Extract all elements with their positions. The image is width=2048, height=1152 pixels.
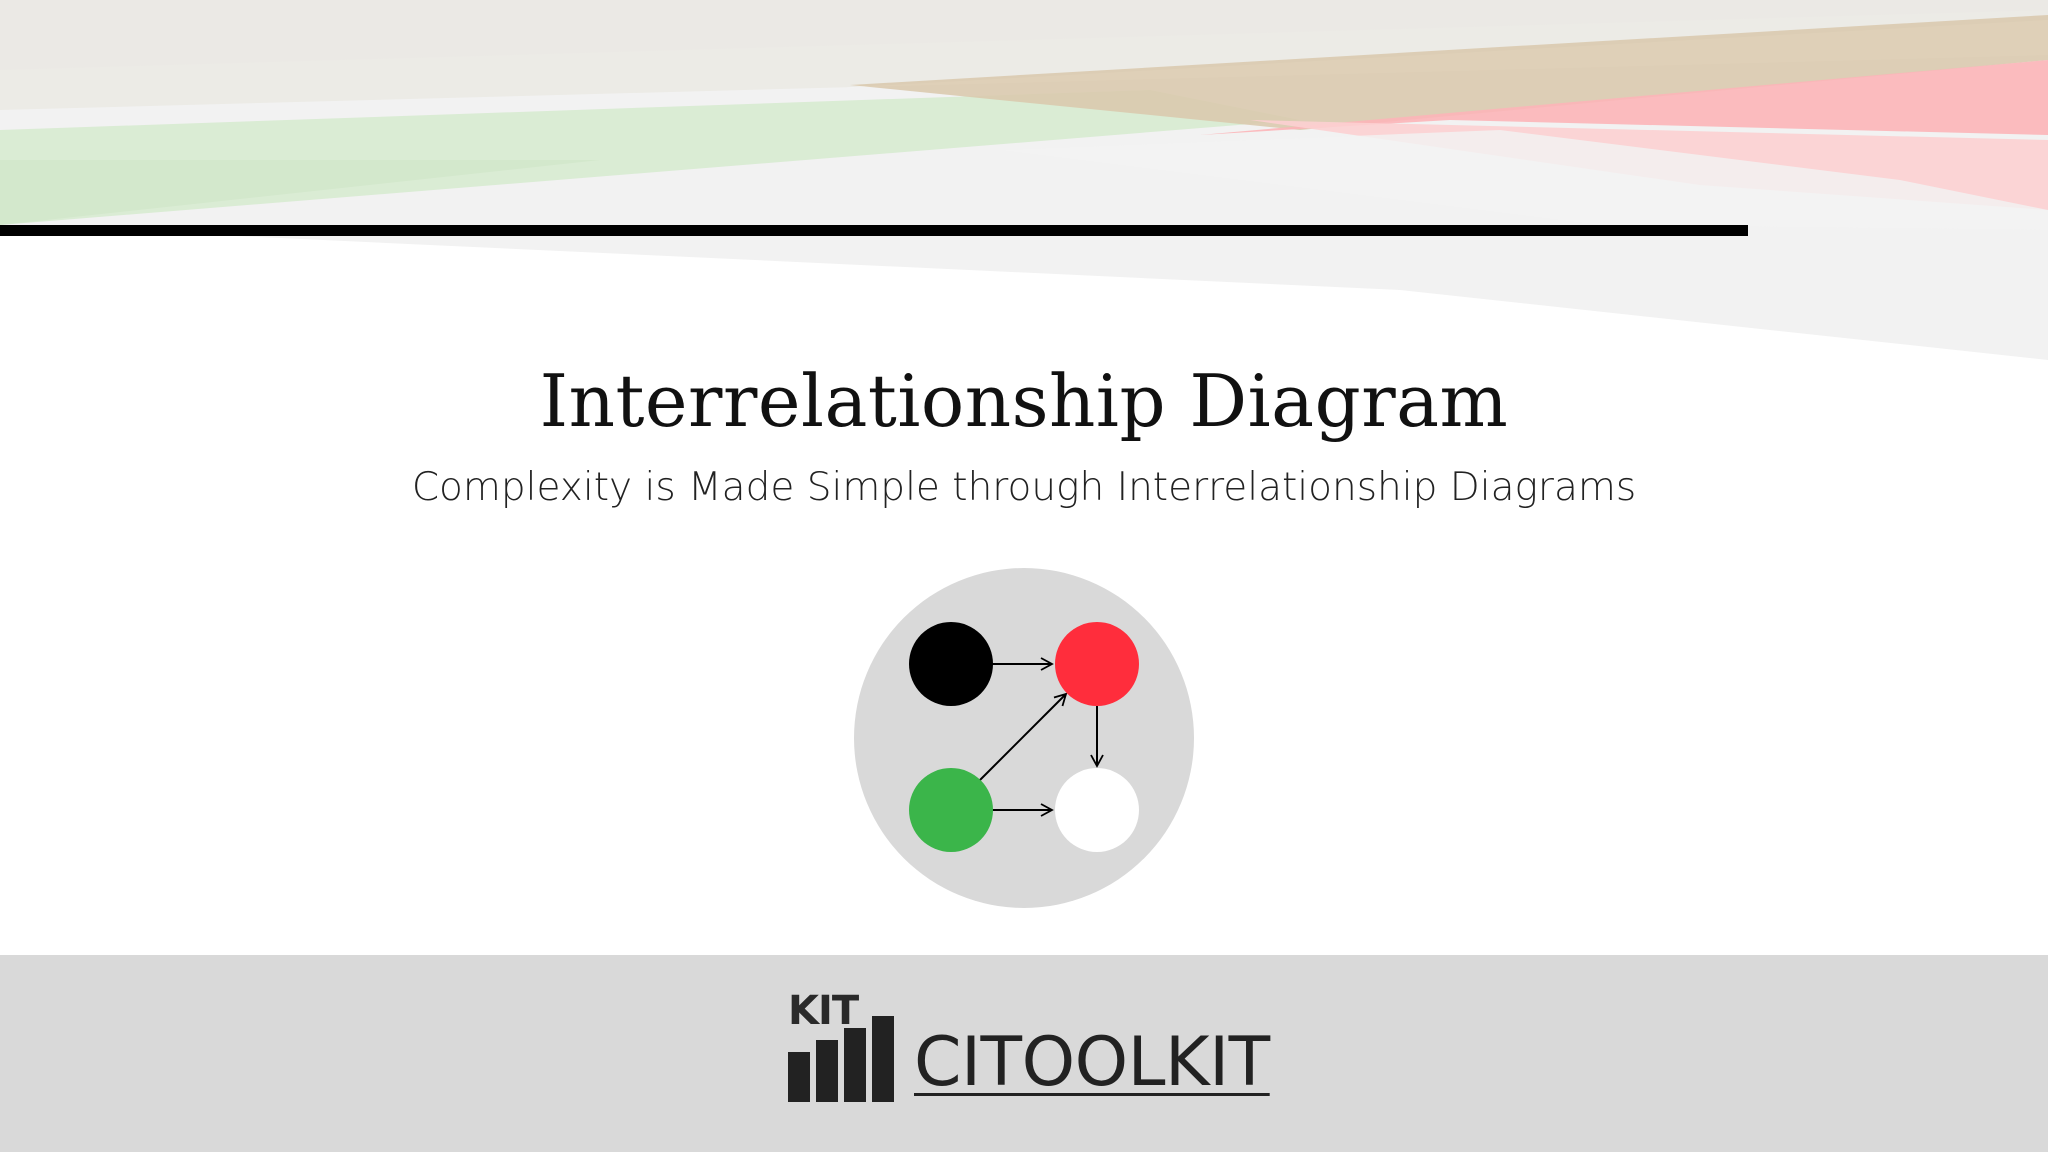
brand-link[interactable]: CITOOLKIT [914, 1023, 1270, 1102]
footer [0, 955, 2048, 1152]
node-red [1055, 622, 1139, 706]
page-subtitle: Complexity is Made Simple through Interr… [411, 465, 1637, 510]
logo-kit-text: KIT [788, 990, 860, 1034]
diagram-background [854, 568, 1194, 908]
interrelationship-diagram-icon [854, 568, 1194, 908]
edge-green-to-red [979, 692, 1068, 781]
page-title: Interrelationship Diagram [539, 359, 1509, 443]
node-black [909, 622, 993, 706]
citoolkit-logo: KIT [788, 990, 894, 1102]
node-white [1055, 768, 1139, 852]
decorative-banner [0, 0, 2048, 360]
divider-line [0, 225, 1748, 236]
node-green [909, 768, 993, 852]
